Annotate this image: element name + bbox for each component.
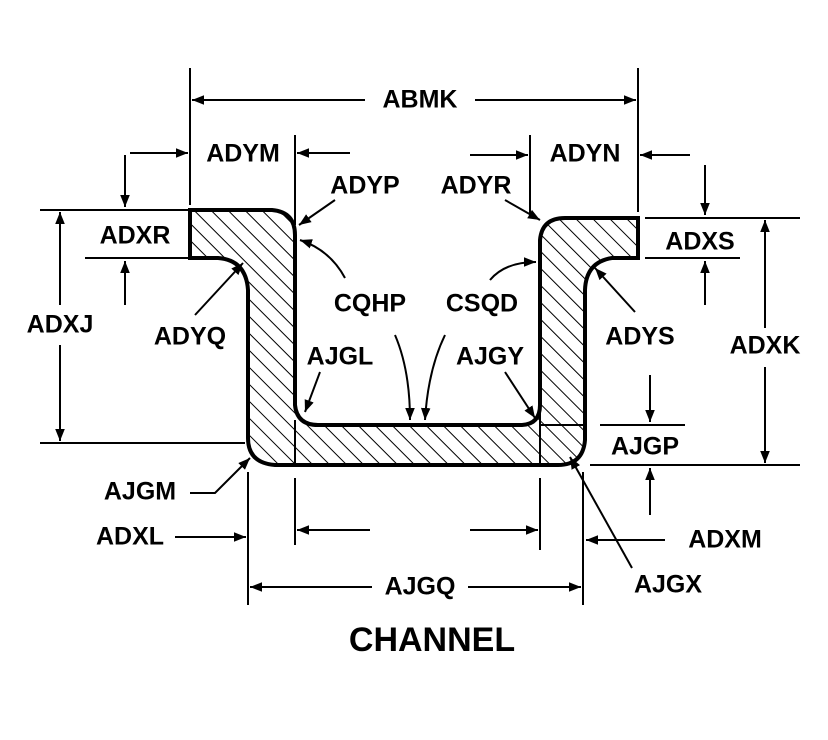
dimension-adxs: ADXS xyxy=(645,165,800,305)
dimension-ajgp: AJGP xyxy=(600,375,685,515)
dimension-abmk: ABMK xyxy=(189,68,639,212)
label-ajgm: AJGM xyxy=(104,478,176,506)
leader-ajgl xyxy=(304,371,321,413)
dimension-adyn: ADYN xyxy=(470,135,690,215)
leader-adyr xyxy=(504,199,541,221)
label-ajgx: AJGX xyxy=(634,571,702,599)
leader-ajgx xyxy=(569,456,633,569)
leader-adyp xyxy=(298,199,336,226)
label-adyr: ADYR xyxy=(441,172,512,200)
leader-adys xyxy=(594,267,636,313)
dimension-adxj: ADXJ xyxy=(27,212,245,444)
label-ajgq: AJGQ xyxy=(385,573,456,601)
dimension-adxk: ADXK xyxy=(590,220,801,466)
channel-section xyxy=(188,208,640,467)
label-adxk: ADXK xyxy=(730,332,801,360)
label-adxm: ADXM xyxy=(688,526,762,554)
dimension-adxr: ADXR xyxy=(40,155,188,305)
leader-ajgy xyxy=(504,371,536,419)
label-ajgl: AJGL xyxy=(307,343,374,371)
leader-cqhp xyxy=(299,239,346,279)
label-adxl: ADXL xyxy=(96,523,164,551)
label-adyq: ADYQ xyxy=(154,323,226,351)
label-ajgp: AJGP xyxy=(611,433,679,461)
label-abmk: ABMK xyxy=(383,86,458,114)
leader-csqd xyxy=(489,257,537,281)
label-adxj: ADXJ xyxy=(27,311,94,339)
label-adyn: ADYN xyxy=(550,140,621,168)
label-adxs: ADXS xyxy=(665,228,734,256)
label-csqd: CSQD xyxy=(446,290,518,318)
dimension-adym: ADYM xyxy=(130,135,350,225)
diagram-title: CHANNEL xyxy=(349,621,515,659)
leader-cqhp-bottom xyxy=(394,334,415,421)
leader-adyq xyxy=(194,262,244,316)
label-adym: ADYM xyxy=(206,140,280,168)
dimension-ajgq: AJGQ xyxy=(250,573,581,601)
label-cqhp: CQHP xyxy=(334,290,406,318)
label-adxr: ADXR xyxy=(100,222,171,250)
leader-csqd-bottom xyxy=(420,334,446,421)
label-ajgy: AJGY xyxy=(456,343,524,371)
label-adys: ADYS xyxy=(605,323,674,351)
label-adyp: ADYP xyxy=(330,172,399,200)
leader-ajgm xyxy=(190,457,251,494)
